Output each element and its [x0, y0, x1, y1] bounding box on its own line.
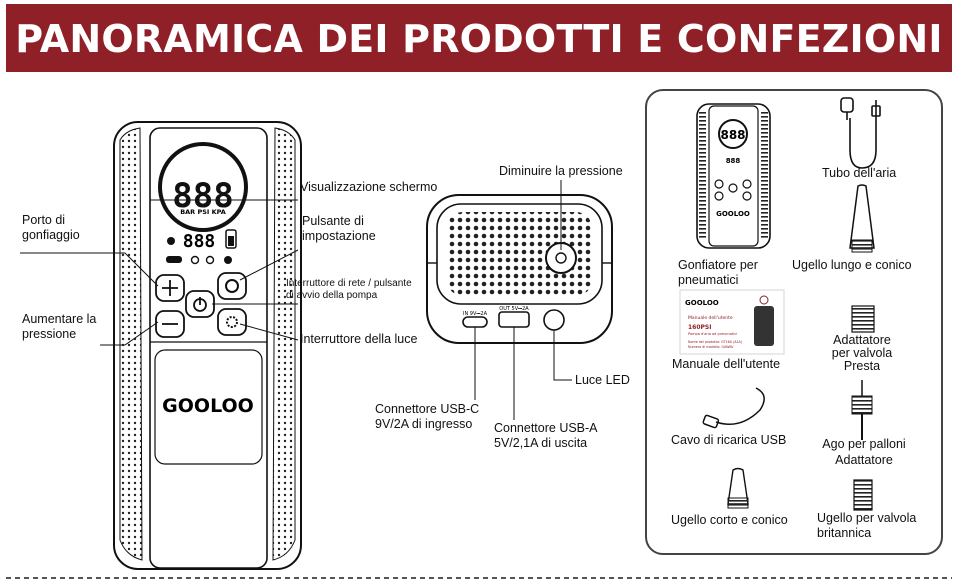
label-cavo: Cavo di ricarica USB [671, 433, 787, 447]
short-nozzle-icon [727, 467, 749, 509]
svg-text:Nome del prodotto: GT160 (A1A): Nome del prodotto: GT160 (A1A) [688, 340, 742, 344]
long-nozzle-icon [849, 184, 875, 249]
label-aumentare: Aumentare la pressione [22, 312, 97, 341]
package-contents-box [645, 89, 943, 555]
port-out-label: OUT 5V⎓2A [499, 306, 529, 312]
motorcycle-icon [190, 255, 200, 265]
led-light [543, 309, 565, 331]
port-in-label: IN 9V⎓2A [463, 311, 488, 317]
svg-text:888: 888 [726, 157, 741, 165]
label-gonfiatore: Gonfiatore per pneumatici [678, 258, 758, 287]
label-interruttore-rete: Interruttore di rete / pulsante di avvio… [286, 278, 412, 301]
small-digits: 888 [183, 231, 216, 252]
manual-icon: GOOLOO Manuale dell'utente 160PSI Pompa … [679, 289, 785, 355]
svg-text:Pompa d'aria ad pneumatici: Pompa d'aria ad pneumatici [688, 332, 737, 336]
label-manuale: Manuale dell'utente [672, 357, 781, 371]
svg-text:Numero di modello: GAWAV: Numero di modello: GAWAV [688, 345, 734, 349]
side-device: IN 9V⎓2A OUT 5V⎓2A [426, 194, 613, 344]
page-title: PANORAMICA DEI PRODOTTI E CONFEZIONI [15, 17, 943, 61]
front-device: 888 BAR PSI KPA 888 GOOLOO [113, 121, 302, 570]
label-usb-c: Connettore USB-C 9V/2A di ingresso [375, 402, 480, 431]
light-button[interactable] [217, 308, 247, 336]
svg-text:GOOLOO: GOOLOO [716, 210, 750, 218]
svg-text:888: 888 [720, 128, 745, 142]
ball-icon [224, 256, 232, 264]
setting-button[interactable] [217, 272, 247, 300]
title-banner: PANORAMICA DEI PRODOTTI E CONFEZIONI [6, 4, 952, 72]
display-digits: 888 [172, 176, 233, 216]
car-icon [166, 256, 182, 263]
mode-icons [166, 255, 232, 265]
sun-icon [226, 316, 238, 328]
label-interruttore-luce: Interruttore della luce [300, 332, 418, 346]
display-units: BAR PSI KPA [180, 208, 226, 216]
label-visualizzazione: Visualizzazione schermo [300, 180, 438, 194]
bottom-divider [6, 577, 952, 579]
usb-a-port [498, 311, 530, 328]
svg-text:160PSI: 160PSI [688, 324, 711, 331]
label-ugello-lungo: Ugello lungo e conico [792, 258, 912, 272]
air-hose-icon [840, 97, 881, 169]
mini-device: 888 888 GOOLOO [696, 103, 771, 249]
label-porto-gonfiaggio: Porto di gonfiaggio [22, 213, 80, 242]
label-ugello-britannica: Ugello per valvola britannica [817, 511, 917, 540]
usb-cable-icon [702, 387, 765, 429]
label-usb-a: Connettore USB-A 5V/2,1A di uscita [494, 421, 598, 450]
presta-adapter-icon [851, 305, 875, 333]
label-diminuire: Diminuire la pressione [499, 164, 623, 178]
person-icon [167, 237, 175, 245]
label-luce-led: Luce LED [575, 373, 630, 387]
usb-c-port [462, 316, 488, 328]
label-ago: Ago per palloni Adattatore [822, 437, 906, 467]
battery-icon [225, 229, 237, 249]
side-leader-lines [474, 180, 572, 420]
ball-needle-icon [851, 380, 873, 440]
front-leader-lines [20, 199, 299, 346]
brand-logo: GOOLOO [162, 395, 254, 417]
label-adattatore-presta: Adattatore per valvola Presta [831, 333, 893, 373]
label-tubo: Tubo dell'aria [822, 166, 897, 180]
bicycle-icon [205, 255, 215, 265]
british-valve-icon [853, 479, 873, 511]
svg-text:Manuale dell'utente: Manuale dell'utente [688, 315, 733, 321]
label-pulsante: Pulsante di impostazione [302, 214, 376, 243]
gear-icon [225, 279, 239, 293]
svg-text:GOOLOO: GOOLOO [685, 299, 719, 307]
label-ugello-corto: Ugello corto e conico [671, 513, 788, 527]
